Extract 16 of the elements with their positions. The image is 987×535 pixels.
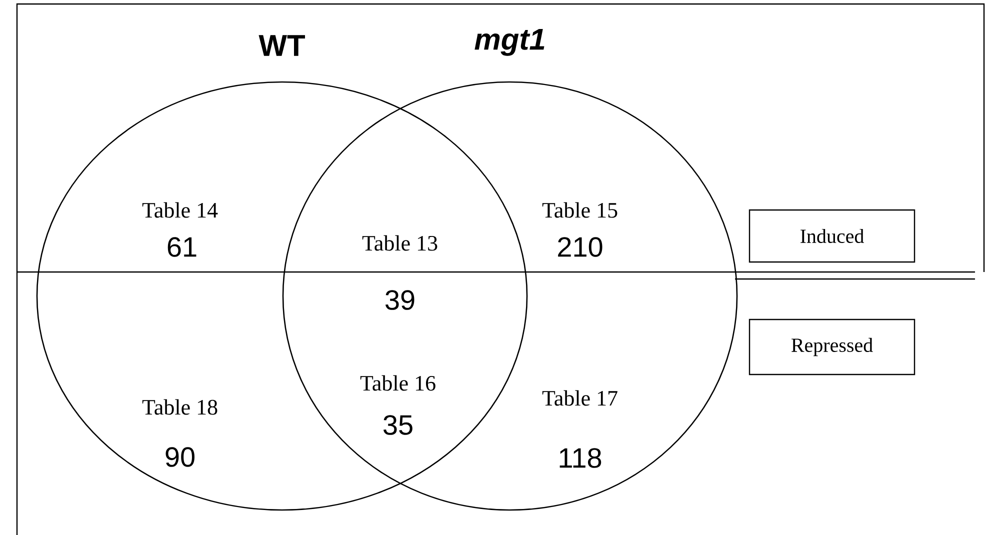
table-label: Table 14 — [142, 202, 218, 218]
count-label: 210 — [558, 237, 602, 257]
count-label: 39 — [386, 290, 414, 310]
node-label: mgt1 — [474, 28, 544, 56]
node-label: WT — [258, 35, 306, 56]
legend-box: Repressed — [748, 318, 916, 376]
legend-box: Induced — [748, 209, 916, 263]
table-label: Table 15 — [542, 202, 618, 218]
count-label: 35 — [384, 415, 412, 435]
count-label: 61 — [168, 237, 196, 257]
table-label: Table 17 — [542, 390, 618, 406]
table-label: Table 18 — [142, 399, 218, 415]
count-label: 118 — [560, 448, 602, 468]
table-label: Table 16 — [360, 375, 436, 391]
table-label: Table 13 — [362, 235, 438, 251]
count-label: 90 — [166, 447, 194, 467]
